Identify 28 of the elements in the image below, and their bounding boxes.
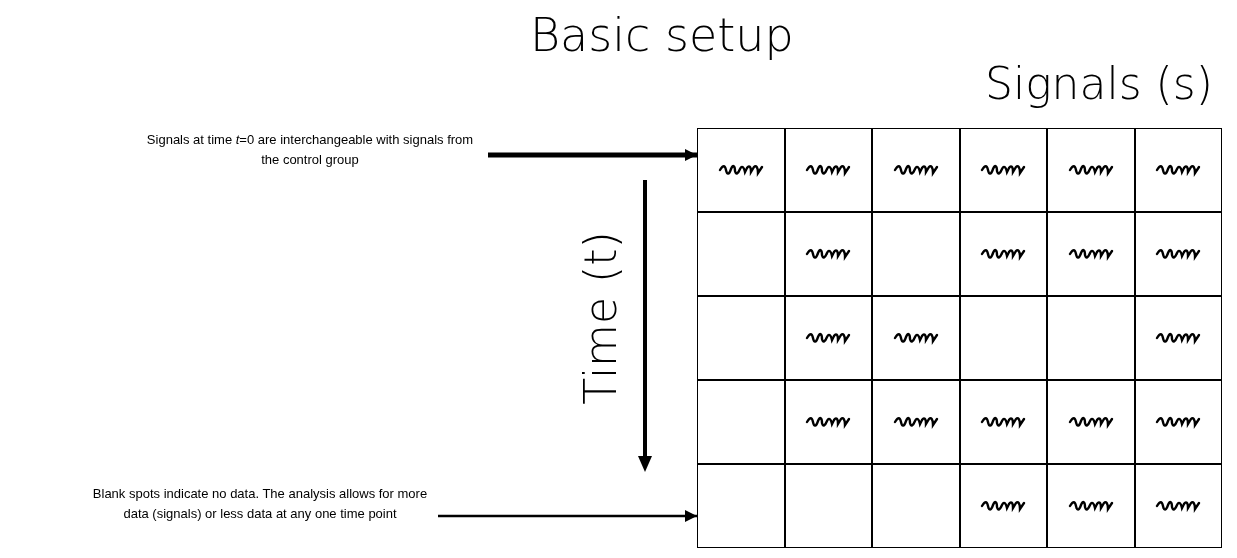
signal-cell xyxy=(959,464,1047,548)
signal-cell xyxy=(697,128,785,212)
signal-cell xyxy=(959,380,1047,464)
diagram-title: Basic setup xyxy=(530,8,794,62)
signal-cell xyxy=(1134,212,1222,296)
signal-cell xyxy=(872,128,960,212)
signal-cell xyxy=(784,128,872,212)
signal-cell xyxy=(959,212,1047,296)
arrow xyxy=(438,510,697,522)
signal-cell xyxy=(1047,380,1135,464)
signal-cell xyxy=(959,128,1047,212)
signal-cell xyxy=(1134,380,1222,464)
signal-cell xyxy=(872,296,960,380)
signal-cell xyxy=(784,212,872,296)
signal-cell xyxy=(1134,464,1222,548)
signal-cell xyxy=(784,296,872,380)
annotation-text: Blank spots indicate no data. The analysis allows for more data (signals) or less data at any one time point xyxy=(90,484,430,524)
signal-cell xyxy=(1134,128,1222,212)
signal-cell xyxy=(1134,296,1222,380)
signal-cell xyxy=(872,380,960,464)
axis-label: Signals (s) xyxy=(985,58,1213,109)
signal-cell xyxy=(1047,464,1135,548)
arrow xyxy=(488,149,697,161)
axis-label: Time (t) xyxy=(574,231,626,405)
signal-cell xyxy=(1047,212,1135,296)
signal-cell xyxy=(1047,128,1135,212)
signal-cell xyxy=(784,380,872,464)
annotation-text: Signals at time t=0 are interchangeable with signals from the control group xyxy=(140,130,480,170)
